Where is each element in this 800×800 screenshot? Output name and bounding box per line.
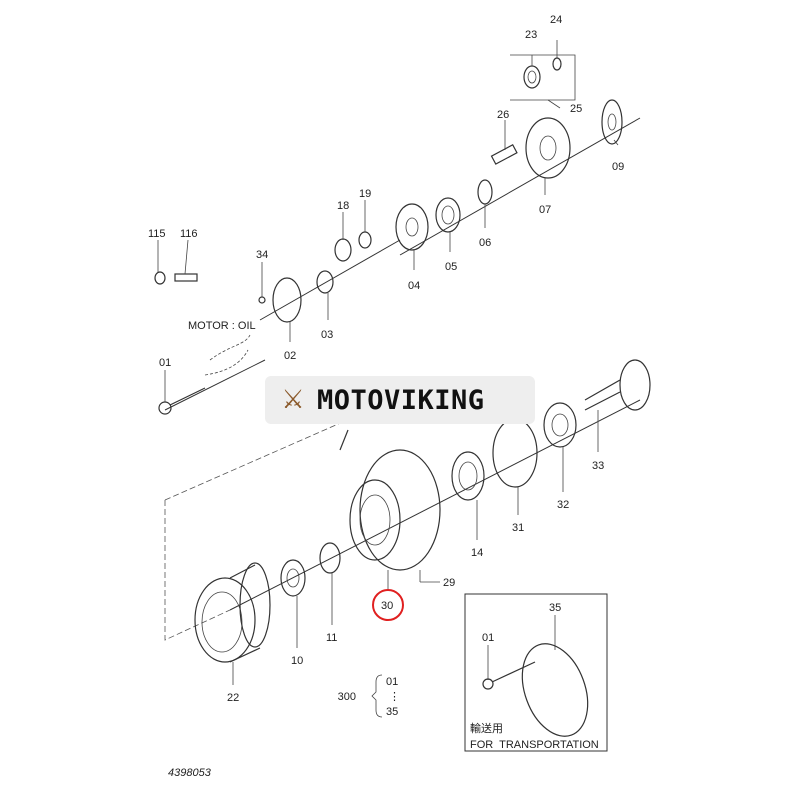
label-01-inset: 01	[482, 632, 494, 644]
part-22-ring-gear	[194, 562, 271, 663]
label-29: 29	[443, 577, 455, 589]
part-11-seal	[319, 542, 341, 574]
inset-title-en: FOR TRANSPORTATION	[470, 739, 599, 751]
motor-outline	[204, 334, 251, 376]
label-09: 09	[612, 161, 624, 173]
part-115-116-plug	[154, 271, 198, 285]
assembly-number: 300	[338, 691, 356, 703]
label-11: 11	[326, 632, 337, 644]
label-05: 05	[445, 261, 457, 273]
brand-name: MOTOVIKING	[317, 384, 485, 416]
label-31: 31	[512, 522, 524, 534]
label-01: 01	[159, 357, 171, 369]
part-14-bearing	[451, 451, 485, 501]
label-115: 115	[148, 228, 166, 240]
bracket-23-24	[510, 54, 576, 101]
part-34-plug	[258, 296, 266, 304]
part-18-gear	[334, 238, 352, 262]
part-02-plate	[272, 277, 302, 323]
assembly-to: 35	[386, 706, 398, 718]
transportation-inset: 35 01 輸送用 FOR TRANSPORTATION	[464, 593, 608, 752]
upper-axis-line	[399, 117, 641, 256]
part-06-washer	[477, 179, 493, 205]
bolt-axis-line	[164, 359, 266, 411]
part-26-pin	[490, 144, 518, 165]
leader-lines	[157, 40, 619, 685]
label-30: 30	[381, 600, 393, 612]
label-22: 22	[227, 692, 239, 704]
label-35-inset: 35	[549, 602, 561, 614]
label-18: 18	[337, 200, 349, 212]
label-116: 116	[180, 228, 198, 240]
inset-title-jp: 輸送用	[470, 721, 503, 735]
lower-axis-line	[229, 399, 641, 611]
assembly-sep: ⋮	[389, 691, 400, 703]
motor-oil-note: MOTOR : OIL	[188, 320, 256, 332]
highlight-circle-30	[372, 589, 404, 621]
label-04: 04	[408, 280, 420, 292]
label-10: 10	[291, 655, 303, 667]
part-30-housing	[339, 429, 441, 571]
upper-axis-line-left	[259, 239, 401, 321]
assembly-300-bracket: 300 01 ⋮ 35	[338, 674, 400, 718]
part-32-seal	[543, 402, 577, 448]
label-06: 06	[479, 237, 491, 249]
transport-bolt	[482, 678, 494, 690]
part-23-needle-bearing	[523, 65, 541, 89]
label-26: 26	[497, 109, 509, 121]
part-09-thrust-plate	[601, 99, 623, 145]
label-33: 33	[592, 460, 604, 472]
frame-line-left	[164, 500, 231, 641]
part-04-carrier	[395, 203, 429, 251]
part-10-bearing	[280, 559, 306, 597]
part-03-washer	[316, 270, 334, 294]
label-32: 32	[557, 499, 569, 511]
label-03: 03	[321, 329, 333, 341]
label-34: 34	[256, 249, 268, 261]
part-31-o-ring	[492, 418, 538, 488]
part-19-needle-bearing	[358, 231, 372, 249]
transport-cover-plate	[521, 643, 589, 737]
part-07-carrier	[525, 117, 571, 179]
label-14: 14	[471, 547, 483, 559]
part-labels: 24 23 25 26 09 07 06 05 04 18 19 03 34 0…	[148, 14, 624, 704]
viking-mascot-icon: ⚔	[281, 385, 305, 414]
label-24: 24	[550, 14, 562, 26]
frame-line-top	[164, 409, 371, 501]
label-02: 02	[284, 350, 296, 362]
label-23: 23	[525, 29, 537, 41]
part-05-gear	[435, 197, 461, 233]
part-24-washer	[552, 57, 562, 71]
part-33-shaft	[584, 359, 651, 411]
label-25: 25	[570, 103, 582, 115]
label-07: 07	[539, 204, 551, 216]
watermark-logo: ⚔ MOTOVIKING	[265, 376, 535, 424]
assembly-from: 01	[386, 676, 398, 688]
label-19: 19	[359, 188, 371, 200]
drawing-number: 4398053	[168, 767, 212, 779]
